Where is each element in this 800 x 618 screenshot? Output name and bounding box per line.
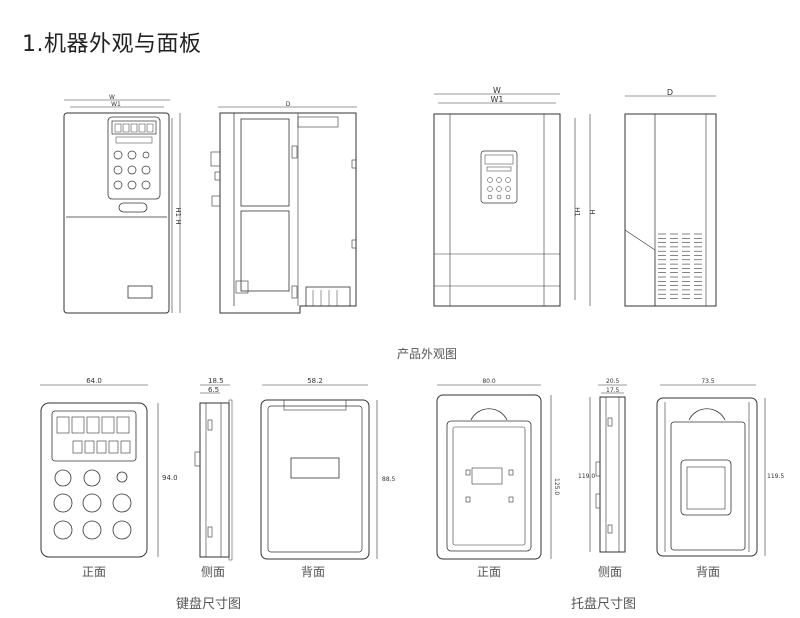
caption-product-appearance: 产品外观图 — [397, 347, 458, 361]
page-title: 1.机器外观与面板 — [22, 32, 202, 57]
tray-height-label: 125.0 — [553, 478, 560, 495]
m2-h-label: H — [588, 209, 596, 214]
caption-tray-front: 正面 — [477, 565, 502, 579]
machine1-side-view: D — [210, 101, 357, 314]
tray-side-height-label: 119.0 — [578, 473, 595, 480]
m1-d-label: D — [286, 101, 291, 108]
caption-keypad-dimensions: 键盘尺寸图 — [176, 597, 242, 612]
keypad-side-view: 18.5 6.5 — [194, 377, 233, 561]
kp-side-b-label: 6.5 — [208, 386, 219, 394]
kp-back-width-label: 58.2 — [307, 377, 323, 385]
m2-h1-label: H1 — [573, 207, 581, 217]
m2-w1-label: W1 — [491, 95, 504, 104]
caption-tray-dimensions: 托盘尺寸图 — [571, 597, 637, 612]
caption-keypad-front: 正面 — [82, 565, 107, 579]
caption-keypad-side: 侧面 — [201, 565, 226, 579]
kp-width-label: 64.0 — [86, 377, 102, 385]
keypad-front-view: 64.0 94.0 — [40, 377, 178, 558]
caption-tray-back: 背面 — [696, 565, 721, 579]
caption-keypad-back: 背面 — [301, 565, 326, 579]
tray-back-view: 73.5 119.5 — [656, 378, 784, 557]
tray-front-view: 80.0 125.0 — [436, 378, 560, 560]
machine2-side-view: D — [624, 88, 717, 307]
m1-w1-label: W1 — [111, 101, 121, 108]
tray-back-width-label: 73.5 — [701, 378, 715, 385]
tray-width-label: 80.0 — [482, 378, 496, 385]
kp-height-label: 94.0 — [162, 474, 178, 482]
m2-d-label: D — [667, 88, 673, 97]
tray-side-view: 20.5 17.5 119.0 — [578, 378, 627, 553]
keypad-back-view: 58.2 88.5 — [260, 377, 396, 560]
tray-back-height-label: 119.5 — [767, 473, 784, 480]
machine2-front-view: W W1 H1 H — [433, 86, 596, 307]
m1-w-label: W — [109, 94, 115, 101]
m1-h-label: H1 H — [174, 207, 182, 224]
caption-tray-side: 侧面 — [598, 565, 623, 579]
kp-side-a-label: 18.5 — [208, 377, 224, 385]
tray-side-a-label: 20.5 — [606, 378, 620, 385]
kp-back-height-label: 88.5 — [382, 476, 396, 483]
m2-w-label: W — [493, 86, 501, 95]
machine1-front-view: W W1 H1 H — [63, 94, 182, 314]
tray-side-b-label: 17.5 — [606, 387, 620, 394]
